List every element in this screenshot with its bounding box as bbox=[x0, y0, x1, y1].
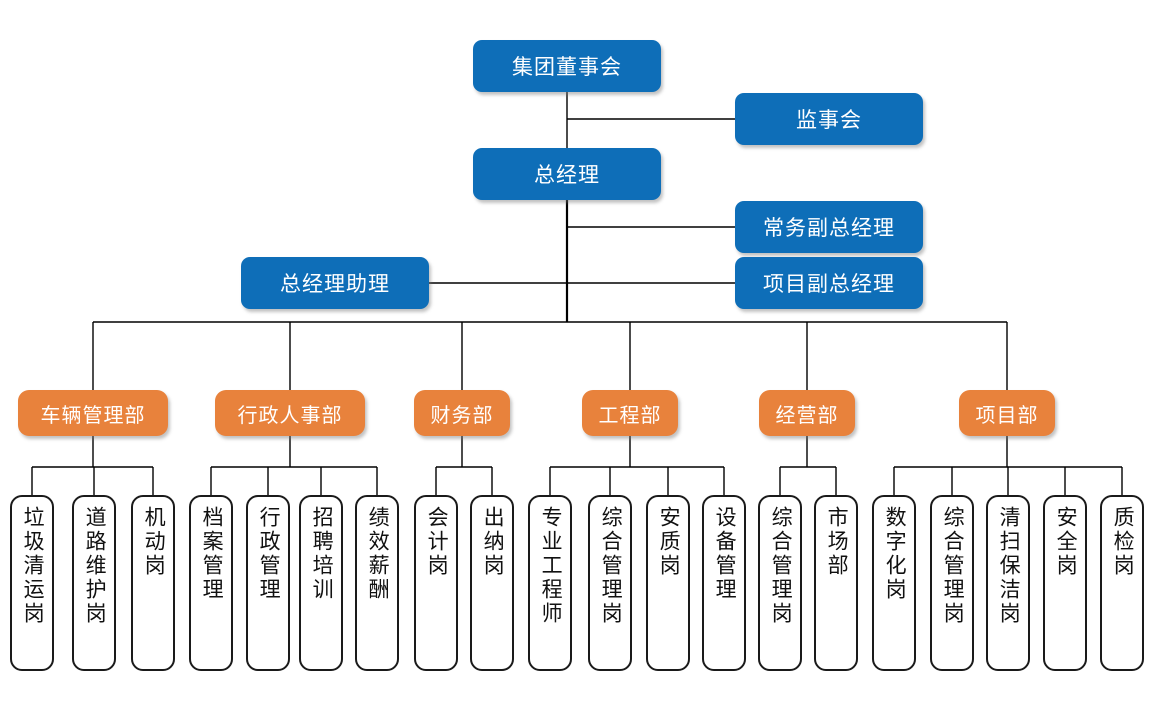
node-position[interactable]: 出纳岗 bbox=[470, 495, 514, 671]
node-project-vice-president[interactable]: 项目副总经理 bbox=[735, 257, 923, 309]
node-position[interactable]: 专业工程师 bbox=[528, 495, 572, 671]
node-label: 市场部 bbox=[825, 506, 849, 578]
node-label: 综合管理岗 bbox=[941, 506, 965, 626]
node-label: 行政管理 bbox=[257, 506, 281, 602]
node-position[interactable]: 市场部 bbox=[814, 495, 858, 671]
node-label: 安全岗 bbox=[1054, 506, 1078, 578]
node-position[interactable]: 数字化岗 bbox=[872, 495, 916, 671]
node-label: 绩效薪酬 bbox=[366, 506, 390, 602]
node-position[interactable]: 道路维护岗 bbox=[72, 495, 116, 671]
node-label: 质检岗 bbox=[1111, 506, 1135, 578]
node-position[interactable]: 综合管理岗 bbox=[930, 495, 974, 671]
node-label: 设备管理 bbox=[713, 506, 737, 602]
node-label: 招聘培训 bbox=[310, 506, 334, 602]
node-label: 会计岗 bbox=[425, 506, 449, 578]
node-label: 车辆管理部 bbox=[40, 404, 146, 427]
node-position[interactable]: 设备管理 bbox=[702, 495, 746, 671]
node-label: 专业工程师 bbox=[539, 506, 563, 626]
node-label: 垃圾清运岗 bbox=[21, 506, 45, 626]
node-position[interactable]: 机动岗 bbox=[131, 495, 175, 671]
node-label: 道路维护岗 bbox=[83, 506, 107, 626]
node-position[interactable]: 招聘培训 bbox=[299, 495, 343, 671]
node-board-of-directors[interactable]: 集团董事会 bbox=[473, 40, 661, 92]
node-position[interactable]: 垃圾清运岗 bbox=[10, 495, 54, 671]
node-position[interactable]: 绩效薪酬 bbox=[355, 495, 399, 671]
node-department[interactable]: 财务部 bbox=[414, 390, 510, 436]
node-department[interactable]: 车辆管理部 bbox=[18, 390, 168, 436]
node-position[interactable]: 安全岗 bbox=[1043, 495, 1087, 671]
node-label: 行政人事部 bbox=[237, 404, 343, 427]
node-department[interactable]: 项目部 bbox=[959, 390, 1055, 436]
node-general-manager[interactable]: 总经理 bbox=[473, 148, 661, 200]
node-label: 清扫保洁岗 bbox=[997, 506, 1021, 626]
node-label: 综合管理岗 bbox=[769, 506, 793, 626]
node-executive-vice-president[interactable]: 常务副总经理 bbox=[735, 201, 923, 253]
node-position[interactable]: 综合管理岗 bbox=[758, 495, 802, 671]
node-department[interactable]: 经营部 bbox=[759, 390, 855, 436]
node-department[interactable]: 行政人事部 bbox=[215, 390, 365, 436]
node-label: 出纳岗 bbox=[481, 506, 505, 578]
node-label: 机动岗 bbox=[142, 506, 166, 578]
node-label: 工程部 bbox=[598, 404, 662, 427]
node-label: 总经理助理 bbox=[280, 273, 390, 296]
node-position[interactable]: 综合管理岗 bbox=[588, 495, 632, 671]
node-label: 集团董事会 bbox=[512, 56, 622, 79]
node-label: 项目副总经理 bbox=[763, 273, 895, 296]
node-label: 监事会 bbox=[796, 109, 862, 132]
node-label: 项目部 bbox=[975, 404, 1039, 427]
node-position[interactable]: 档案管理 bbox=[189, 495, 233, 671]
node-position[interactable]: 会计岗 bbox=[414, 495, 458, 671]
node-general-manager-assistant[interactable]: 总经理助理 bbox=[241, 257, 429, 309]
node-position[interactable]: 安质岗 bbox=[646, 495, 690, 671]
node-position[interactable]: 质检岗 bbox=[1100, 495, 1144, 671]
node-label: 经营部 bbox=[775, 404, 839, 427]
node-department[interactable]: 工程部 bbox=[582, 390, 678, 436]
node-label: 总经理 bbox=[534, 164, 600, 187]
node-position[interactable]: 清扫保洁岗 bbox=[986, 495, 1030, 671]
node-label: 安质岗 bbox=[657, 506, 681, 578]
node-label: 数字化岗 bbox=[883, 506, 907, 602]
node-position[interactable]: 行政管理 bbox=[246, 495, 290, 671]
node-label: 综合管理岗 bbox=[599, 506, 623, 626]
node-supervisory-board[interactable]: 监事会 bbox=[735, 93, 923, 145]
node-label: 档案管理 bbox=[200, 506, 224, 602]
node-label: 常务副总经理 bbox=[763, 217, 895, 240]
node-label: 财务部 bbox=[430, 404, 494, 427]
